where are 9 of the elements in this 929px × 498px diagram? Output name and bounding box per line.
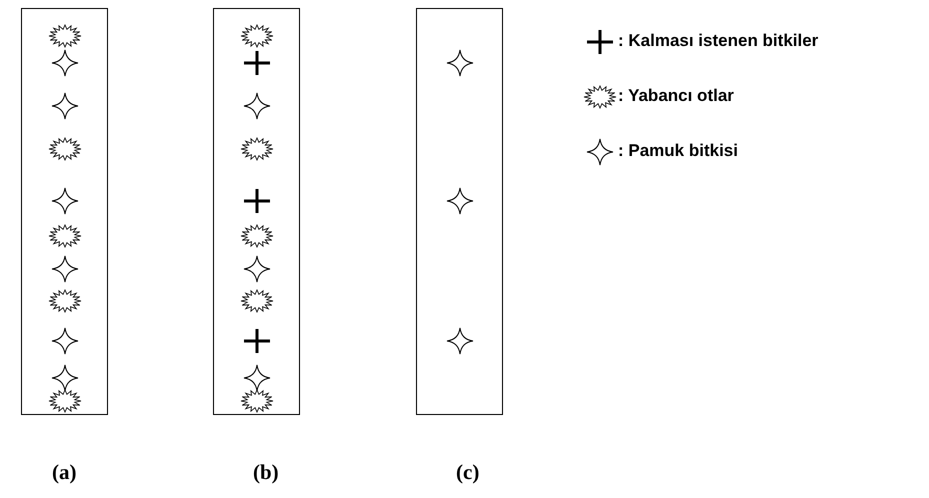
legend-text: : Yabancı otlar xyxy=(618,86,734,106)
panel-caption: (a) xyxy=(52,460,76,485)
legend-text: : Pamuk bitkisi xyxy=(618,141,738,161)
legend-text: : Kalması istenen bitkiler xyxy=(618,31,818,51)
plant-row-panel xyxy=(21,8,108,415)
plant-row-panel xyxy=(416,8,503,415)
panel-caption: (b) xyxy=(253,460,279,485)
plant-row-panel xyxy=(213,8,300,415)
panel-caption: (c) xyxy=(456,460,480,485)
